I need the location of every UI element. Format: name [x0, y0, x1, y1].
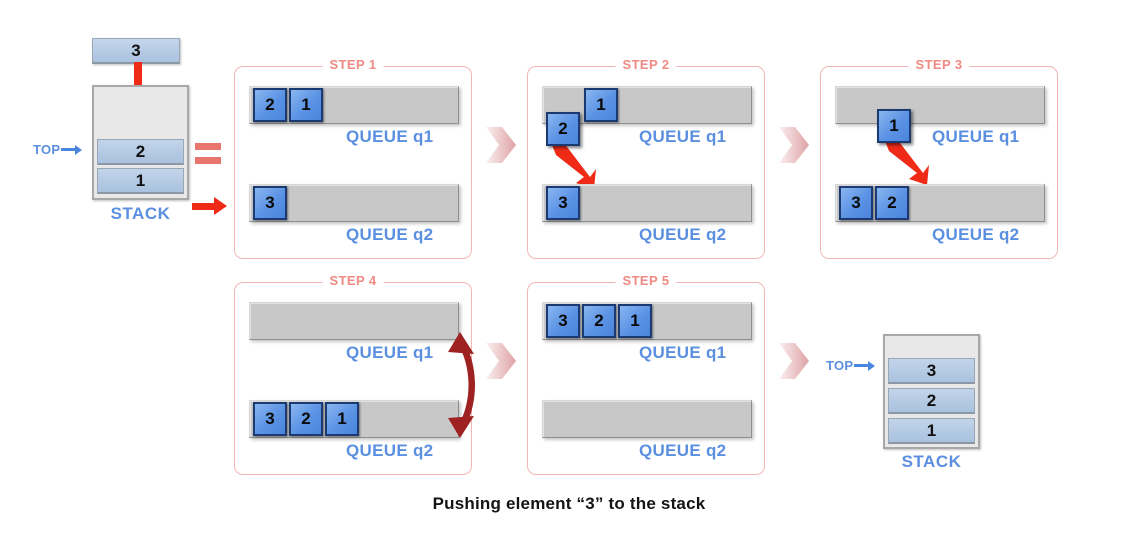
queue-q2-label: QUEUE q2 — [639, 441, 727, 460]
final-stack-label: STACK — [901, 452, 962, 471]
step-title: STEP 4 — [322, 273, 384, 288]
enqueue-arrow-q2 — [192, 197, 227, 215]
top-pointer-right: TOP — [826, 358, 876, 373]
step-panel-3: STEP 3 1 QUEUE q1 3 2 QUEUE q2 — [820, 57, 1058, 259]
queue-q2-label: QUEUE q2 — [932, 225, 1020, 244]
top-arrow-head-icon — [75, 144, 83, 155]
queue-q2-label: QUEUE q2 — [639, 225, 727, 244]
step-title: STEP 1 — [322, 57, 384, 72]
arrow-head-icon — [214, 197, 227, 215]
queue-element: 3 — [253, 402, 287, 436]
queue-element: 3 — [839, 186, 873, 220]
queue-q2-label: QUEUE q2 — [346, 225, 434, 244]
queue-q1-bar — [835, 86, 1045, 124]
queue-element: 2 — [582, 304, 616, 338]
step-panel-4: STEP 4 QUEUE q1 3 2 1 QUEUE q2 — [234, 273, 472, 475]
stack-cell: 2 — [888, 388, 975, 414]
queue-q1-bar — [249, 302, 459, 340]
dequeued-element: 2 — [546, 112, 580, 146]
step-panel-1: STEP 1 2 1 QUEUE q1 3 QUEUE q2 — [234, 57, 472, 259]
chevron-right-icon — [486, 127, 516, 163]
chevron-right-icon — [486, 343, 516, 379]
queue-q2-label: QUEUE q2 — [346, 441, 434, 460]
queue-element: 1 — [584, 88, 618, 122]
queue-q1-label: QUEUE q1 — [639, 127, 727, 146]
step-title: STEP 3 — [908, 57, 970, 72]
queue-q1-label: QUEUE q1 — [346, 343, 434, 362]
queue-q1-bar — [542, 86, 752, 124]
top-label: TOP — [826, 358, 854, 373]
step-title: STEP 2 — [615, 57, 677, 72]
incoming-element-block: 3 — [92, 38, 180, 64]
chevron-right-icon — [779, 127, 809, 163]
stack-cell: 1 — [888, 418, 975, 444]
queue-element: 2 — [875, 186, 909, 220]
queue-q1-label: QUEUE q1 — [639, 343, 727, 362]
queue-q2-bar — [542, 400, 752, 438]
queue-element: 3 — [546, 304, 580, 338]
stack-empty-slot: 2 — [97, 139, 184, 165]
queue-element: 1 — [289, 88, 323, 122]
stack-cell: 3 — [888, 358, 975, 384]
equals-bar-top — [195, 143, 221, 150]
dequeue-motion-arrow-icon — [885, 139, 929, 185]
swap-queues-double-arrow-icon — [448, 332, 475, 438]
diagram-caption: Pushing element “3” to the stack — [432, 494, 706, 513]
dequeued-element: 1 — [877, 109, 911, 143]
top-arrow-shaft — [61, 148, 76, 151]
step-panel-2: STEP 2 1 2 QUEUE q1 3 QUEUE q2 — [527, 57, 765, 259]
queue-element: 1 — [325, 402, 359, 436]
final-stack-frame: 3 2 1 — [883, 334, 980, 449]
dequeue-motion-arrow-icon — [552, 143, 596, 189]
chevron-right-icon — [779, 343, 809, 379]
stack-cell: 1 — [97, 168, 184, 194]
equals-symbol — [195, 143, 221, 171]
step-title: STEP 5 — [615, 273, 677, 288]
queue-element: 2 — [253, 88, 287, 122]
equals-bar-bottom — [195, 157, 221, 164]
top-arrow-head-icon — [868, 360, 876, 371]
arrow-shaft — [192, 202, 214, 210]
queue-element: 3 — [253, 186, 287, 220]
queue-element: 2 — [289, 402, 323, 436]
top-pointer-left: TOP — [33, 142, 83, 157]
top-arrow-shaft — [854, 364, 869, 367]
initial-stack-label: STACK — [110, 204, 171, 223]
queue-q1-label: QUEUE q1 — [346, 127, 434, 146]
step-panel-5: STEP 5 3 2 1 QUEUE q1 QUEUE q2 — [527, 273, 765, 475]
top-label: TOP — [33, 142, 61, 157]
queue-element: 3 — [546, 186, 580, 220]
queue-element: 1 — [618, 304, 652, 338]
initial-stack-frame: 2 1 — [92, 85, 189, 200]
queue-q1-label: QUEUE q1 — [932, 127, 1020, 146]
